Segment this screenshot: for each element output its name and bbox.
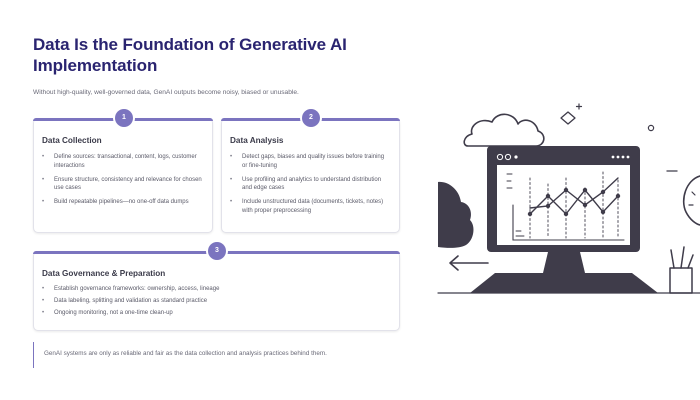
bullet-item: Ensure structure, consistency and releva… <box>42 176 202 194</box>
monitor-icon <box>470 146 658 293</box>
diamond-icon <box>560 111 576 125</box>
card-data-collection: 1 Data Collection Define sources: transa… <box>33 109 213 233</box>
circle-dot-icon <box>647 124 655 132</box>
card-data-analysis: 2 Data Analysis Detect gaps, biases and … <box>221 109 400 233</box>
step-number-badge: 2 <box>302 109 320 127</box>
footer-quote: GenAI systems are only as reliable and f… <box>44 350 327 357</box>
step-number-badge: 1 <box>115 109 133 127</box>
card-title: Data Analysis <box>230 136 284 145</box>
screen-line-chart <box>506 171 625 241</box>
bullet-item: Detect gaps, biases and quality issues b… <box>230 153 389 171</box>
bullet-item: Use profiling and analytics to understan… <box>230 176 389 194</box>
bullet-item: Establish governance frameworks: ownersh… <box>42 285 389 294</box>
arrow-left-icon <box>449 255 489 271</box>
bullet-list: Establish governance frameworks: ownersh… <box>42 285 389 322</box>
pen-holder-icon <box>669 267 693 294</box>
bullet-item: Ongoing monitoring, not a one-time clean… <box>42 309 389 318</box>
bullet-item: Include unstructured data (documents, ti… <box>230 198 389 216</box>
step-number-badge: 3 <box>208 242 226 260</box>
data-analytics-illustration <box>437 103 700 294</box>
bullet-item: Define sources: transactional, content, … <box>42 153 202 171</box>
plant-shape-icon <box>438 181 474 248</box>
card-title: Data Collection <box>42 136 102 145</box>
quote-accent-bar <box>33 342 34 368</box>
screen-chart-points <box>527 187 621 217</box>
bullet-list: Detect gaps, biases and quality issues b… <box>230 153 389 221</box>
bullet-item: Data labeling, splitting and validation … <box>42 297 389 306</box>
sparkle-icon <box>575 103 583 110</box>
cloud-icon <box>463 113 545 147</box>
card-data-governance: 3 Data Governance & Preparation Establis… <box>33 242 400 331</box>
page-subtitle: Without high-quality, well-governed data… <box>33 89 299 96</box>
page-title: Data Is the Foundation of Generative AI … <box>33 35 347 75</box>
gauge-icon <box>682 175 700 226</box>
card-title: Data Governance & Preparation <box>42 269 166 278</box>
bullet-list: Define sources: transactional, content, … <box>42 153 202 212</box>
bullet-item: Build repeatable pipelines—no one-off da… <box>42 198 202 207</box>
